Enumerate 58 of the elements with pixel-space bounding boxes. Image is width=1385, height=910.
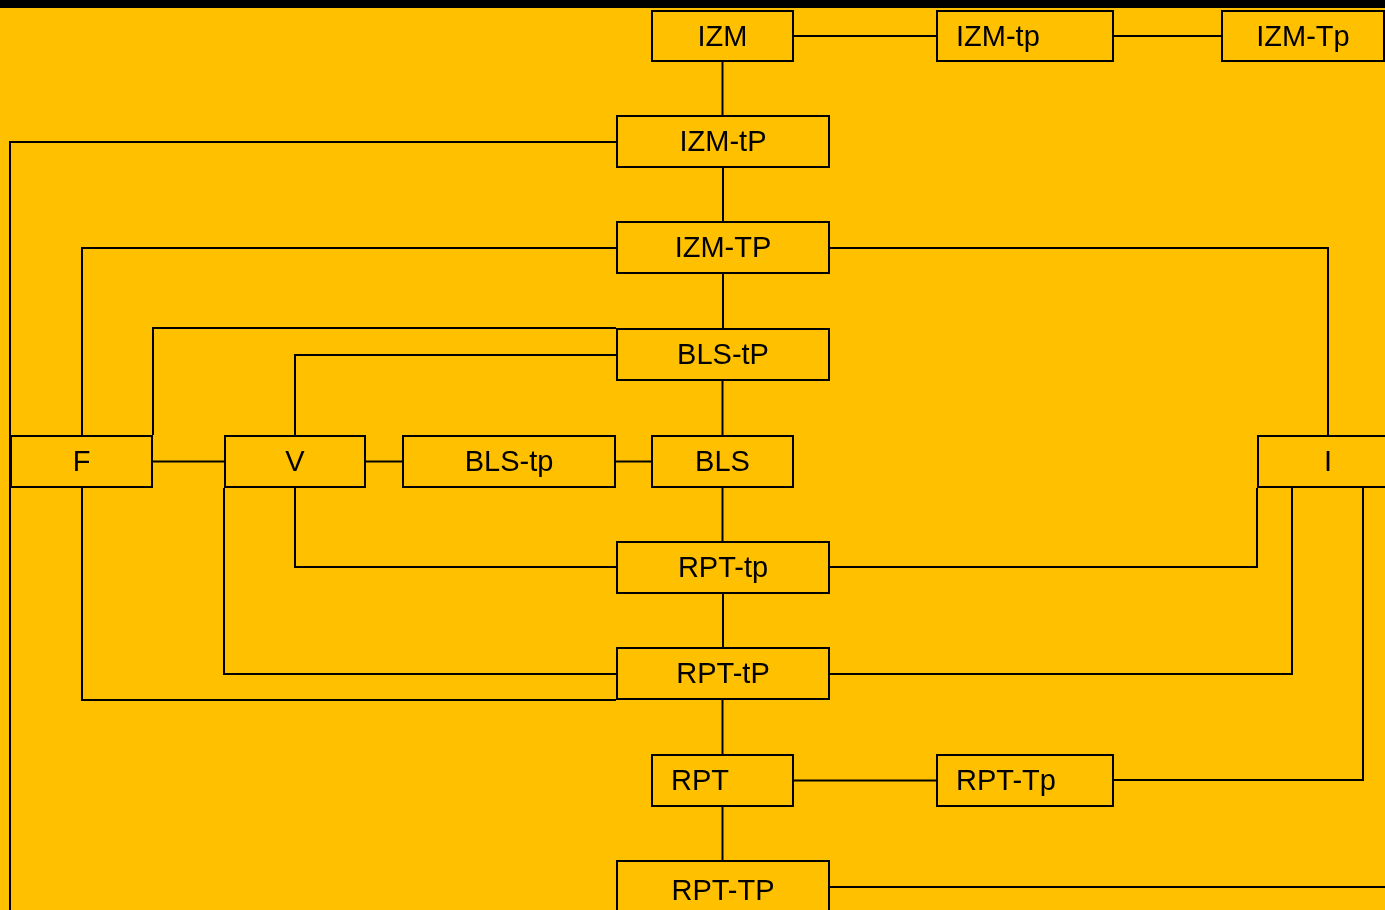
connector-line — [152, 460, 225, 463]
connector-line — [365, 460, 403, 463]
process-box — [616, 860, 830, 910]
box-label: F — [72, 447, 91, 476]
process-box — [616, 328, 830, 381]
box-label: BLS-tp — [464, 447, 554, 476]
connector-line — [722, 593, 724, 648]
process-box — [402, 435, 616, 488]
box-label: RPT-tp — [677, 553, 769, 582]
box-label: IZM-Tp — [1256, 21, 1350, 51]
connector-line — [721, 699, 724, 755]
connector-line — [721, 487, 724, 542]
box-label: BLS-tP — [677, 340, 769, 369]
connector-line — [829, 886, 1385, 888]
box-label: IZM — [697, 21, 748, 51]
box-label: RPT-Tp — [956, 766, 1056, 795]
process-box — [936, 10, 1114, 62]
box-label: I — [1323, 447, 1333, 476]
box-label: IZM-TP — [674, 233, 772, 262]
connector-line — [223, 487, 617, 675]
connector-line — [1113, 487, 1364, 781]
connector-line — [615, 460, 652, 463]
connector-line — [721, 380, 724, 436]
connector-line — [294, 354, 617, 436]
process-box — [1221, 10, 1385, 62]
process-box — [10, 435, 153, 488]
connector-line — [294, 487, 617, 568]
box-label: RPT — [671, 766, 729, 795]
connector-line — [722, 273, 724, 329]
connector-line — [721, 61, 724, 116]
process-box — [651, 435, 794, 488]
box-label: IZM-tP — [679, 127, 767, 156]
connector-line — [829, 487, 1258, 568]
process-box — [1257, 435, 1385, 488]
connector-line — [9, 141, 617, 910]
box-label: IZM-tp — [956, 21, 1040, 51]
connector-line — [793, 779, 937, 782]
process-box — [616, 647, 830, 700]
connector-line — [721, 806, 724, 861]
connector-line — [829, 487, 1293, 675]
process-box — [616, 115, 830, 168]
box-label: RPT-TP — [671, 875, 775, 905]
box-label: V — [285, 447, 305, 476]
connector-line — [793, 35, 937, 37]
box-label: RPT-tP — [676, 659, 770, 688]
connector-line — [81, 247, 617, 436]
connector-line — [1113, 35, 1222, 37]
process-box — [616, 221, 830, 274]
connector-line — [81, 487, 617, 701]
connector-line — [722, 167, 724, 222]
process-box — [651, 10, 794, 62]
connector-line — [152, 327, 617, 436]
process-box — [651, 754, 794, 807]
process-box — [616, 541, 830, 594]
box-label: BLS — [695, 447, 750, 476]
process-box — [936, 754, 1114, 807]
process-box — [224, 435, 366, 488]
connector-line — [829, 247, 1329, 436]
